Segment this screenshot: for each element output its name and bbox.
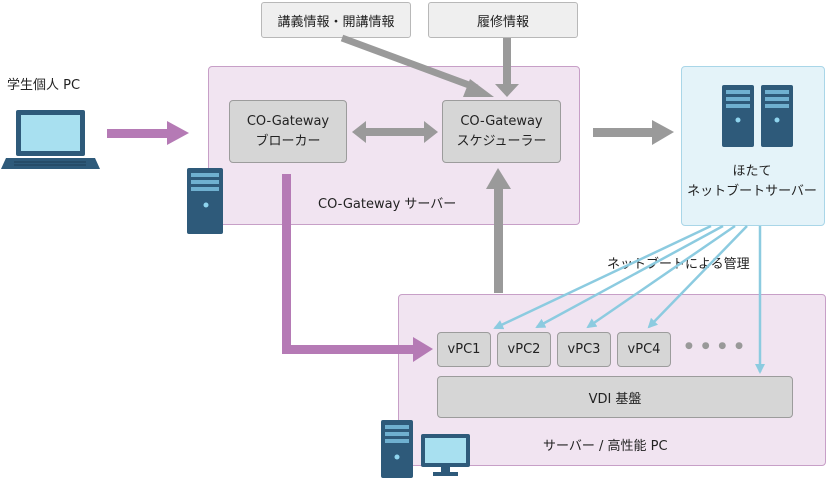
- netboot-server-label: ほたて ネットブートサーバー: [681, 162, 823, 202]
- gateway-server-icon: [187, 168, 223, 234]
- vpc4-box: vPC4: [617, 332, 671, 367]
- lecture-info-label: 講義情報・開講情報: [277, 14, 395, 30]
- broker-line1: CO-Gateway: [246, 113, 330, 129]
- vpc3-box: vPC3: [557, 332, 611, 367]
- vpc4-label: vPC4: [627, 342, 661, 357]
- netboot-line2: ネットブートサーバー: [687, 184, 817, 199]
- monitor-icon: [421, 434, 470, 476]
- lecture-to-scheduler-arrow: [340, 34, 494, 97]
- broker-box: CO-Gateway ブローカー: [229, 100, 347, 163]
- netboot-line1: ほたて: [732, 164, 772, 179]
- pc-to-gateway-arrow: [107, 121, 189, 145]
- compute-server-icon: [381, 420, 413, 478]
- scheduler-line2: スケジューラー: [456, 133, 547, 149]
- vdi-box: VDI 基盤: [437, 376, 793, 418]
- lecture-info-box: 講義情報・開講情報: [261, 2, 411, 38]
- vpc3-label: vPC3: [567, 342, 601, 357]
- netboot-server-icon: [722, 85, 793, 147]
- scheduler-line1: CO-Gateway: [460, 113, 543, 129]
- netboot-management-arrows: [493, 224, 765, 374]
- laptop-icon: [1, 110, 100, 169]
- vpc2-box: vPC2: [497, 332, 551, 367]
- gateway-to-netboot-arrow: [593, 120, 674, 145]
- vpc2-label: vPC2: [507, 342, 541, 357]
- enrollment-info-box: 履修情報: [428, 2, 578, 38]
- compute-server-label: サーバー / 高性能 PC: [543, 439, 668, 454]
- student-pc-label: 学生個人 PC: [7, 78, 81, 93]
- vpc-ellipsis: ● ● ● ●: [685, 341, 746, 351]
- vdi-label: VDI 基盤: [588, 391, 642, 407]
- compute-to-scheduler-arrow: [486, 168, 511, 293]
- enrollment-info-label: 履修情報: [476, 14, 529, 30]
- broker-scheduler-arrow: [352, 121, 438, 143]
- enrollment-to-scheduler-arrow: [495, 38, 519, 97]
- vpc1-box: vPC1: [437, 332, 491, 367]
- gateway-server-label: CO-Gateway サーバー: [318, 197, 457, 212]
- vpc1-label: vPC1: [447, 342, 481, 357]
- broker-to-vpc-arrow: [282, 174, 433, 362]
- broker-line2: ブローカー: [255, 133, 321, 149]
- scheduler-box: CO-Gateway スケジューラー: [442, 100, 561, 163]
